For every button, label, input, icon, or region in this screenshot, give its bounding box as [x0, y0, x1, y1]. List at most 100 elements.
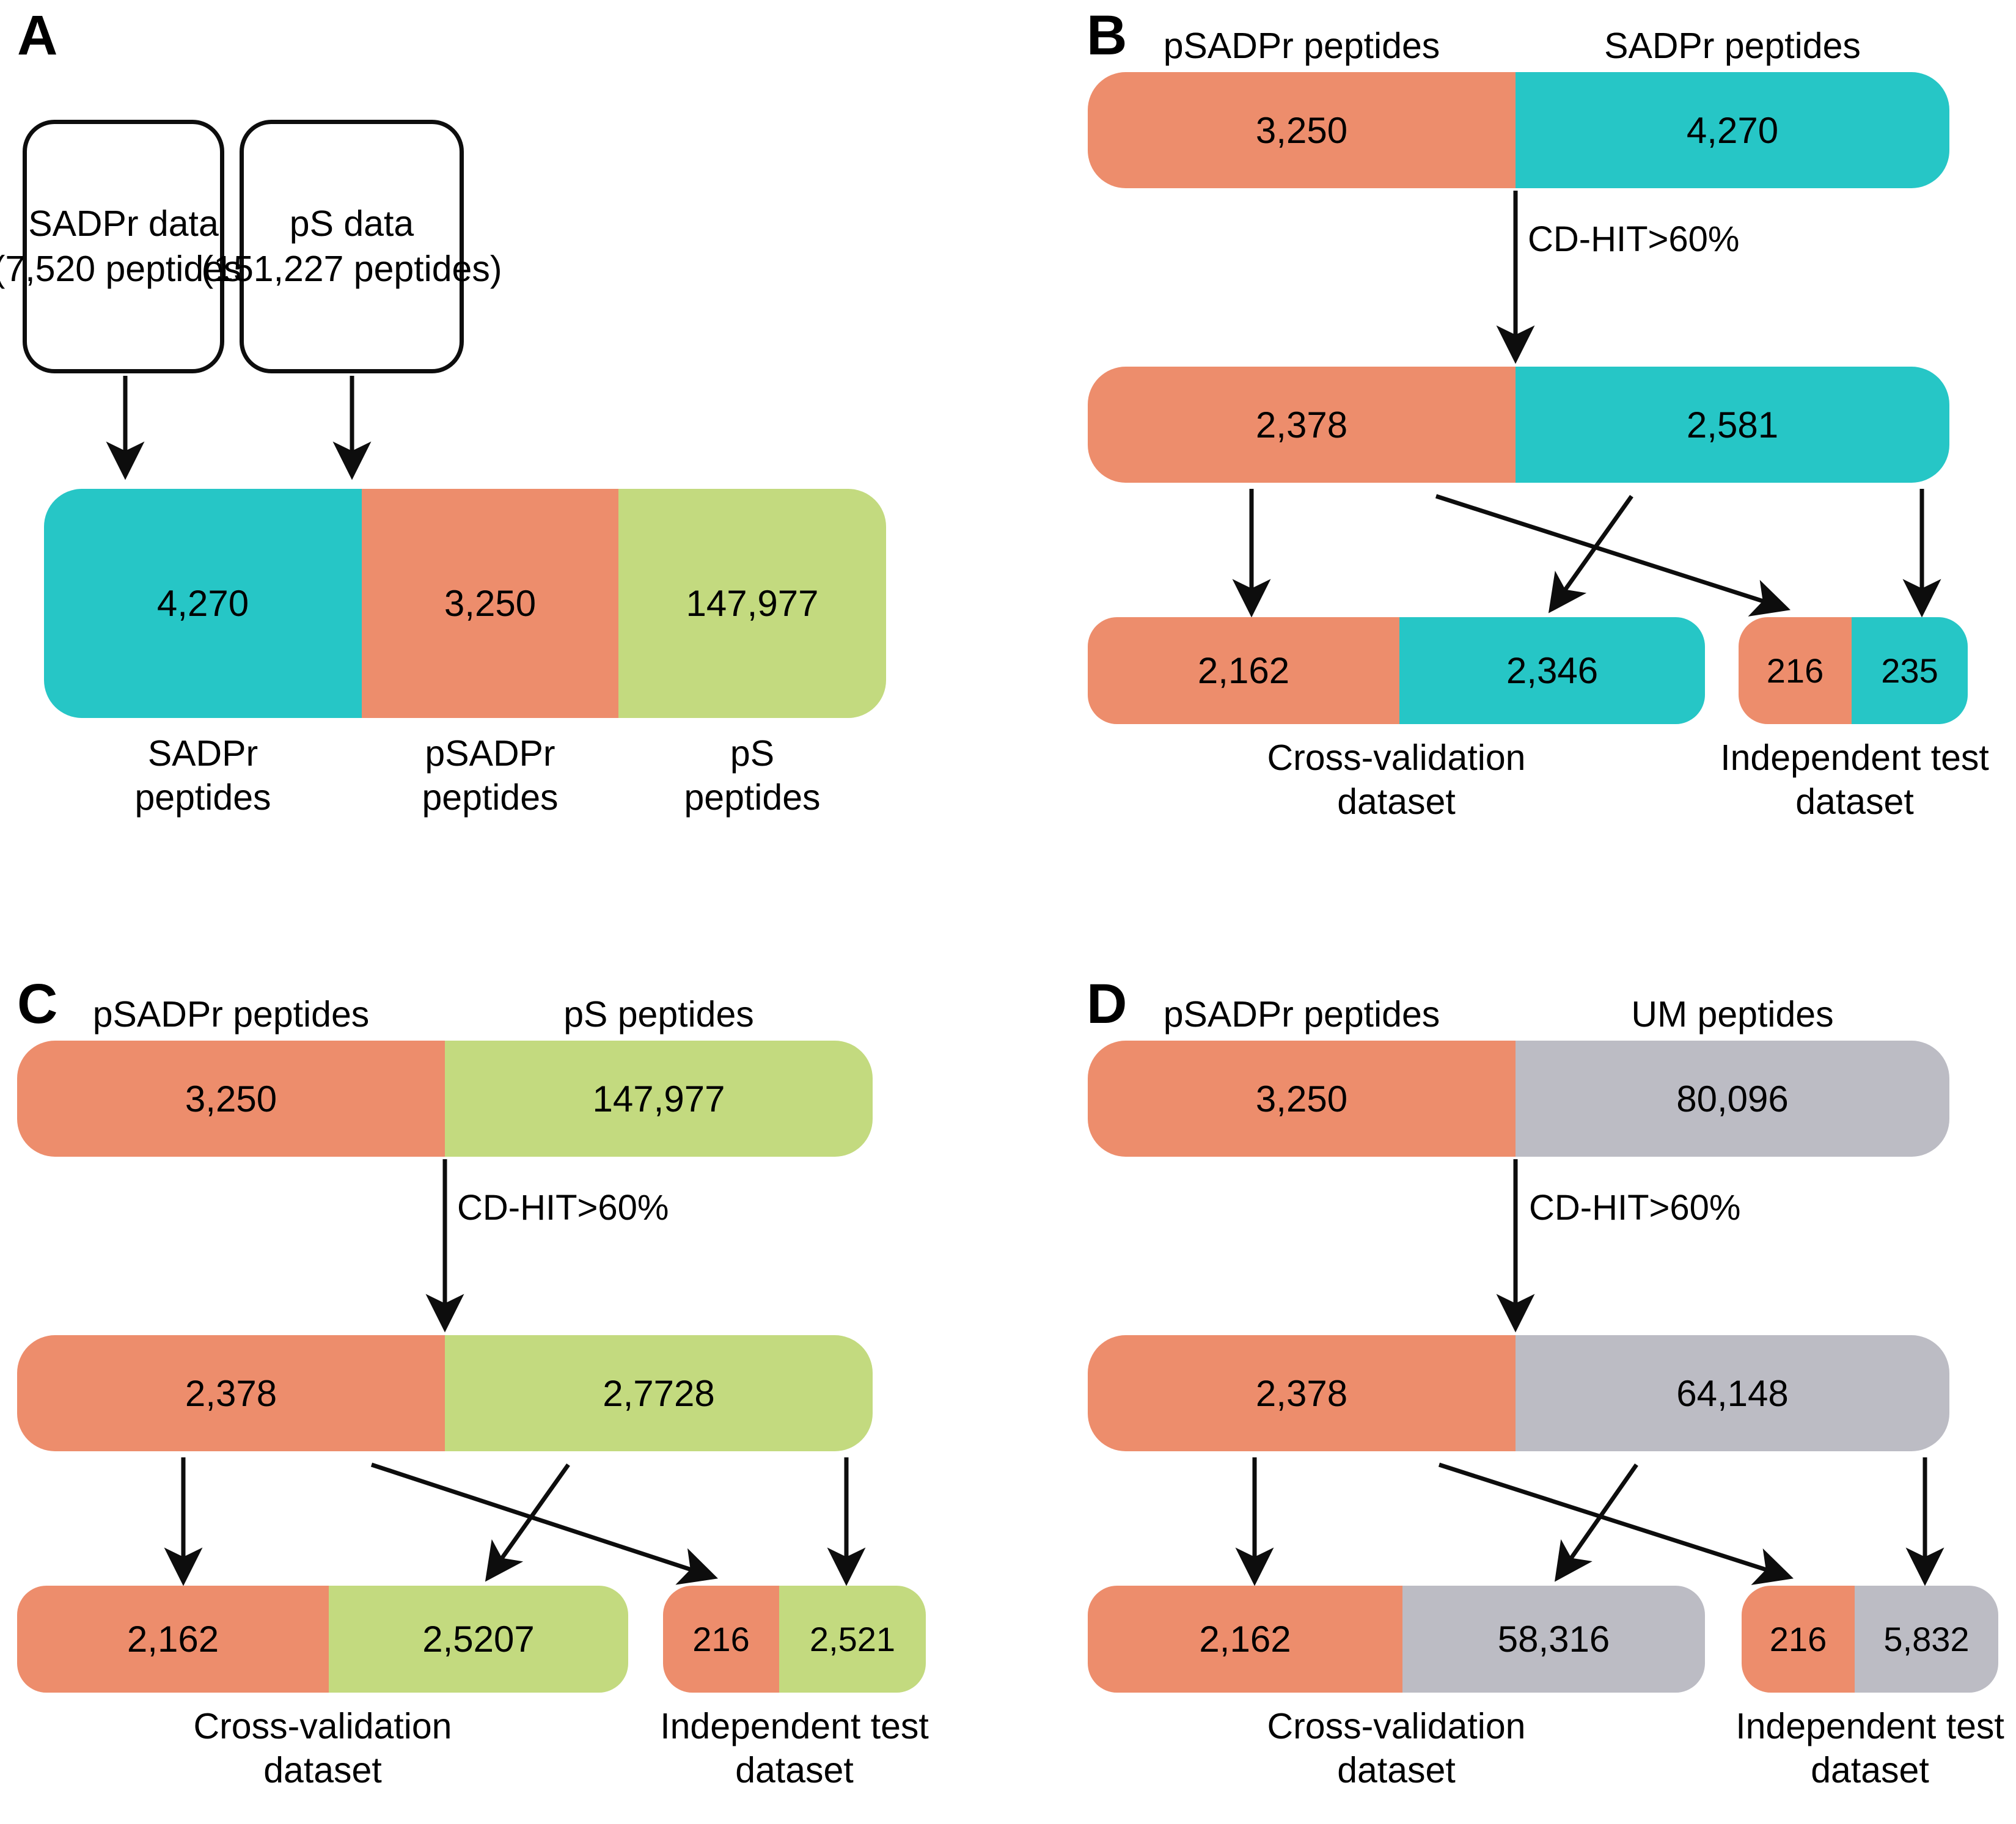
panel-b-bar-row1: 3,250 4,270	[1088, 72, 1949, 188]
panel-a-source-box-sadpr: SADPr data (7,520 peptides)	[0, 120, 254, 373]
caption-line-2: dataset	[1337, 1749, 1456, 1790]
source-box-count: (151,227 peptides)	[201, 248, 502, 289]
panel-d-letter: D	[1087, 973, 1127, 1035]
panel-c-bar-row2: 2,378 2,7728	[17, 1335, 873, 1451]
panel-a-caption-psadpr: pSADPr peptides	[362, 732, 618, 820]
panel-d-header-right: UM peptides	[1631, 994, 1834, 1035]
panel-b-caption-independent-test: Independent test dataset	[1717, 736, 1992, 824]
caption-line-2: peptides	[134, 777, 271, 818]
bar-segment-ps: 2,521	[779, 1586, 926, 1693]
bar-segment-psadpr: 216	[1739, 617, 1852, 724]
bar-segment-psadpr: 3,250	[1088, 72, 1516, 188]
bar-segment-value: 2,162	[1199, 1619, 1291, 1660]
bar-segment-value: 3,250	[185, 1078, 277, 1119]
panel-d-bar-row2: 2,378 64,148	[1088, 1335, 1949, 1451]
bar-segment-psadpr: 2,162	[1088, 617, 1399, 724]
bar-segment-ps: 2,7728	[445, 1335, 873, 1451]
bar-segment-value: 58,316	[1497, 1619, 1610, 1660]
caption-line-1: Cross-validation	[193, 1706, 452, 1746]
caption-line-2: dataset	[1337, 781, 1456, 822]
panel-d: D pSADPr peptides UM peptides 3,250 80,0…	[1069, 969, 2016, 1824]
bar-segment-sadpr: 4,270	[44, 489, 362, 718]
panel-b: B pSADPr peptides SADPr peptides 3,250 4…	[1069, 0, 2016, 917]
panel-c-bar-cross-validation: 2,162 2,5207	[17, 1586, 628, 1693]
bar-segment-value: 2,162	[1197, 650, 1290, 691]
panel-b-letter: B	[1087, 4, 1127, 67]
panel-d-bar-cross-validation: 2,162 58,316	[1088, 1586, 1705, 1693]
panel-a-source-box-ps: pS data (151,227 peptides)	[201, 120, 502, 373]
caption-line-1: Independent test	[660, 1706, 929, 1746]
bar-segment-value: 147,977	[592, 1078, 725, 1119]
panel-d-caption-independent-test: Independent test dataset	[1723, 1705, 2016, 1793]
panel-d-header-left: pSADPr peptides	[1163, 994, 1440, 1035]
bar-segment-ps: 2,5207	[329, 1586, 628, 1693]
bar-segment-value: 4,270	[1686, 109, 1779, 151]
panel-a-caption-sadpr: SADPr peptides	[44, 732, 362, 820]
source-box-title: SADPr data	[28, 203, 219, 244]
panel-b-bar-cross-validation: 2,162 2,346	[1088, 617, 1705, 724]
panel-b-header-right: SADPr peptides	[1604, 26, 1861, 66]
caption-line-2: dataset	[1795, 781, 1914, 822]
panel-b-bar-independent-test: 216 235	[1739, 617, 1968, 724]
panel-d-bar-independent-test: 216 5,832	[1742, 1586, 1998, 1693]
bar-segment-value: 2,378	[1255, 404, 1348, 445]
panel-b-cdhit-label: CD-HIT>60%	[1528, 219, 1740, 259]
bar-segment-value: 216	[1769, 1620, 1827, 1658]
bar-segment-value: 64,148	[1676, 1372, 1789, 1414]
bar-segment-sadpr: 235	[1852, 617, 1968, 724]
bar-segment-value: 2,5207	[422, 1619, 535, 1660]
bar-segment-value: 3,250	[1255, 109, 1348, 151]
caption-line-1: Cross-validation	[1267, 738, 1526, 778]
caption-line-2: dataset	[1811, 1749, 1929, 1790]
caption-line-1: Independent test	[1736, 1706, 2004, 1746]
bar-segment-psadpr: 2,378	[1088, 1335, 1516, 1451]
bar-segment-ps: 147,977	[618, 489, 886, 718]
caption-line-2: dataset	[263, 1749, 382, 1790]
bar-segment-value: 235	[1881, 651, 1938, 690]
panel-c: C pSADPr peptides pS peptides 3,250 147,…	[0, 969, 1008, 1824]
panel-c-caption-cross-validation: Cross-validation dataset	[17, 1705, 628, 1793]
caption-line-1: SADPr	[147, 733, 258, 774]
caption-line-2: peptides	[422, 777, 559, 818]
caption-line-1: Cross-validation	[1267, 1706, 1526, 1746]
bar-segment-psadpr: 3,250	[1088, 1041, 1516, 1157]
bar-segment-value: 216	[692, 1620, 750, 1658]
panel-d-bar-row1: 3,250 80,096	[1088, 1041, 1949, 1157]
bar-segment-value: 5,832	[1883, 1620, 1970, 1658]
bar-segment-value: 2,378	[1255, 1372, 1348, 1414]
bar-segment-um: 5,832	[1855, 1586, 1998, 1693]
bar-segment-psadpr: 3,250	[17, 1041, 445, 1157]
bar-segment-um: 58,316	[1402, 1586, 1705, 1693]
bar-segment-ps: 147,977	[445, 1041, 873, 1157]
bar-segment-value: 2,378	[185, 1372, 277, 1414]
source-box-count: (7,520 peptides)	[0, 248, 254, 289]
panel-c-cdhit-label: CD-HIT>60%	[457, 1188, 669, 1228]
bar-segment-value: 80,096	[1676, 1078, 1789, 1119]
panel-a-caption-ps: pS peptides	[618, 732, 886, 820]
panel-c-header-right: pS peptides	[563, 994, 754, 1035]
panel-c-letter: C	[17, 973, 57, 1035]
bar-segment-psadpr: 3,250	[362, 489, 618, 718]
bar-segment-value: 147,977	[686, 583, 819, 624]
bar-segment-value: 2,162	[126, 1619, 219, 1660]
bar-segment-value: 2,7728	[603, 1372, 715, 1414]
panel-d-caption-cross-validation: Cross-validation dataset	[1088, 1705, 1705, 1793]
panel-a: A SADPr data (7,520 peptides) pS data (1…	[0, 0, 1008, 917]
bar-segment-sadpr: 2,581	[1516, 367, 1949, 483]
panel-b-caption-cross-validation: Cross-validation dataset	[1088, 736, 1705, 824]
panel-c-header-left: pSADPr peptides	[92, 994, 370, 1035]
panel-b-header-left: pSADPr peptides	[1163, 26, 1440, 66]
panel-d-cdhit-label: CD-HIT>60%	[1529, 1188, 1741, 1228]
bar-segment-psadpr: 216	[1742, 1586, 1855, 1693]
bar-segment-value: 216	[1766, 651, 1824, 690]
bar-segment-psadpr: 2,162	[17, 1586, 329, 1693]
panel-b-bar-row2: 2,378 2,581	[1088, 367, 1949, 483]
caption-line-1: pSADPr	[425, 733, 555, 774]
bar-segment-value: 4,270	[156, 583, 249, 624]
caption-line-2: dataset	[735, 1749, 854, 1790]
panel-c-bar-independent-test: 216 2,521	[663, 1586, 926, 1693]
bar-segment-psadpr: 2,162	[1088, 1586, 1402, 1693]
bar-segment-value: 3,250	[444, 583, 537, 624]
panel-c-caption-independent-test: Independent test dataset	[648, 1705, 941, 1793]
